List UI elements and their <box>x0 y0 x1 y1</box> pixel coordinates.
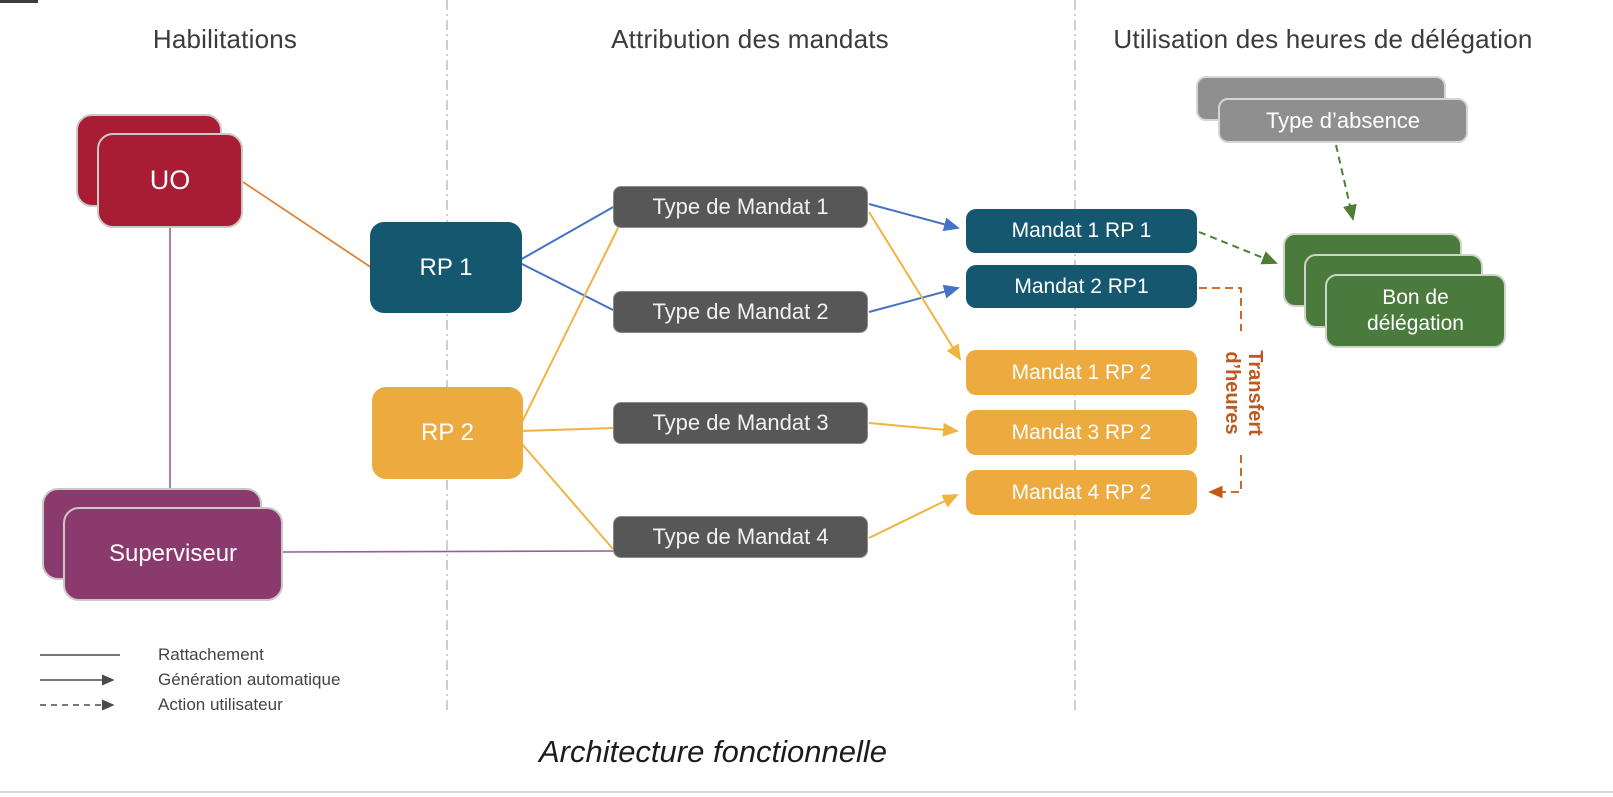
link-rp1-tm1 <box>519 205 616 261</box>
node-type-mandat-1: Type de Mandat 1 <box>613 186 868 228</box>
column-header-attribution: Attribution des mandats <box>611 24 889 54</box>
node-mandat-3-rp2-label: Mandat 3 RP 2 <box>1011 420 1152 444</box>
node-mandat-1-rp2-label: Mandat 1 RP 2 <box>1011 360 1152 384</box>
solid-line-icon <box>40 654 120 656</box>
node-type-absence-label: Type d’absence <box>1265 107 1421 133</box>
node-superviseur-label: Superviseur <box>108 540 238 567</box>
legend-label-generation-automatique: Génération automatique <box>158 670 341 689</box>
column-header-utilisation: Utilisation des heures de délégation <box>1113 24 1533 54</box>
arrow-tm1-m1rp1 <box>868 203 960 232</box>
arrow-tm1-m1rp2 <box>868 211 962 361</box>
node-type-mandat-3: Type de Mandat 3 <box>613 402 868 444</box>
top-left-artifact <box>0 0 38 3</box>
node-rp1-label: RP 1 <box>419 253 473 281</box>
dashed-arrow-icon <box>40 699 115 711</box>
legend-row-generation-automatique: Génération automatique <box>38 669 340 691</box>
link-rp2-tm3 <box>520 427 615 432</box>
node-rp1: RP 1 <box>370 222 522 313</box>
node-mandat-1-rp1-label: Mandat 1 RP 1 <box>1011 219 1152 242</box>
column-header-habilitations: Habilitations <box>152 24 298 54</box>
node-mandat-1-rp2: Mandat 1 RP 2 <box>966 350 1197 395</box>
node-type-mandat-4: Type de Mandat 4 <box>613 516 868 558</box>
legend-label-action-utilisateur: Action utilisateur <box>158 695 283 714</box>
solid-arrow-icon <box>40 674 115 686</box>
diagram-title: Architecture fonctionnelle <box>538 734 888 769</box>
link-superviseur-tm4 <box>280 550 615 553</box>
arrow-absence-bon <box>1335 144 1357 221</box>
legend: Rattachement Génération automatique Acti… <box>38 644 340 716</box>
link-rp2-tm4 <box>521 443 614 550</box>
node-mandat-4-rp2-label: Mandat 4 RP 2 <box>1011 480 1152 504</box>
node-superviseur: Superviseur <box>63 507 283 601</box>
node-rp2: RP 2 <box>372 387 523 479</box>
bottom-border-line <box>0 791 1613 793</box>
node-mandat-2-rp1: Mandat 2 RP1 <box>966 265 1197 308</box>
link-uo-rp1 <box>242 181 373 269</box>
link-rp1-tm2 <box>519 262 616 312</box>
node-type-mandat-2: Type de Mandat 2 <box>613 291 868 333</box>
node-mandat-3-rp2: Mandat 3 RP 2 <box>966 410 1197 455</box>
node-mandat-1-rp1: Mandat 1 RP 1 <box>966 209 1197 253</box>
node-rp2-label: RP 2 <box>421 419 474 446</box>
node-uo: UO <box>97 133 243 228</box>
arrow-tm2-m2rp1 <box>868 284 960 313</box>
legend-row-rattachement: Rattachement <box>38 644 340 666</box>
node-type-mandat-2-label: Type de Mandat 2 <box>652 299 829 324</box>
legend-row-action-utilisateur: Action utilisateur <box>38 694 340 716</box>
node-uo-label: UO <box>149 165 191 195</box>
node-type-absence: Type d’absence <box>1218 98 1468 143</box>
arrow-tm4-m4rp2 <box>868 494 959 539</box>
node-type-mandat-3-label: Type de Mandat 3 <box>652 410 829 435</box>
arrow-m1rp1-bon <box>1198 231 1278 265</box>
node-bon-delegation-label: Bon de délégation <box>1367 285 1464 335</box>
node-type-mandat-1-label: Type de Mandat 1 <box>652 194 829 219</box>
node-mandat-4-rp2: Mandat 4 RP 2 <box>966 470 1197 515</box>
legend-label-rattachement: Rattachement <box>158 645 264 664</box>
arrow-transfert-lower <box>1208 455 1242 499</box>
node-bon-delegation: Bon de délégation <box>1325 274 1506 348</box>
arrow-transfert-upper <box>1199 287 1242 331</box>
node-type-mandat-4-label: Type de Mandat 4 <box>652 524 829 549</box>
link-rp2-tm1 <box>520 227 619 425</box>
arrow-tm3-m3rp2 <box>868 422 959 437</box>
node-mandat-2-rp1-label: Mandat 2 RP1 <box>1014 274 1149 298</box>
